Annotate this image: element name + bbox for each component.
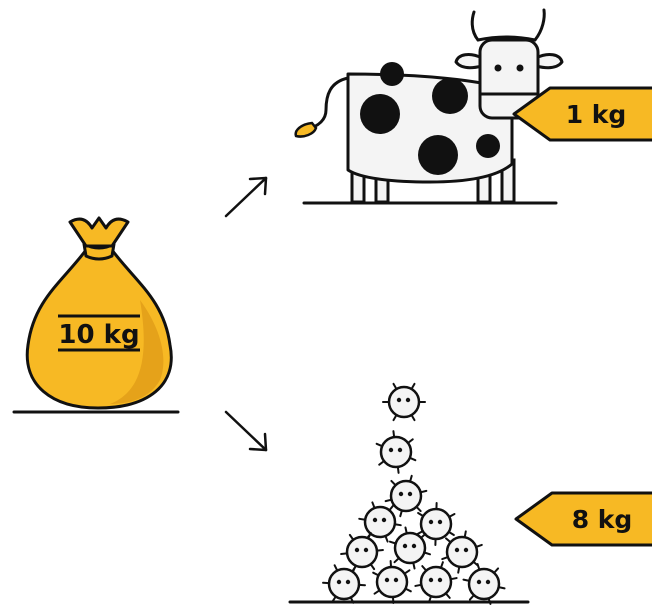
insect-pile	[290, 384, 528, 604]
larva	[377, 431, 416, 473]
cow-ear-left	[456, 55, 482, 68]
cow-eye-left	[495, 65, 502, 72]
larva	[386, 476, 427, 516]
larva	[373, 561, 411, 603]
cow-weight-label: 1 kg	[566, 100, 627, 129]
larva	[323, 565, 365, 603]
cow-eye-right	[517, 65, 524, 72]
cow-tail-tuft	[296, 123, 316, 137]
larvae-group	[323, 384, 504, 604]
feed-weight-label: 10 kg	[58, 320, 139, 350]
cow-tail	[310, 78, 348, 128]
larva	[463, 564, 504, 604]
bag-knot	[70, 218, 128, 246]
larva	[341, 533, 383, 571]
larva	[359, 502, 401, 541]
arrow-to-cow	[226, 178, 266, 216]
cow-ear-right	[536, 55, 562, 68]
insects-weight-tag: 8 kg	[516, 493, 652, 545]
cow-horns	[472, 10, 544, 40]
feed-bag: 10 kg	[14, 218, 178, 412]
arrow-to-insects	[226, 412, 266, 450]
larva	[383, 384, 425, 420]
larva	[415, 562, 456, 602]
insects-weight-label: 8 kg	[572, 505, 633, 534]
larva	[442, 531, 482, 572]
